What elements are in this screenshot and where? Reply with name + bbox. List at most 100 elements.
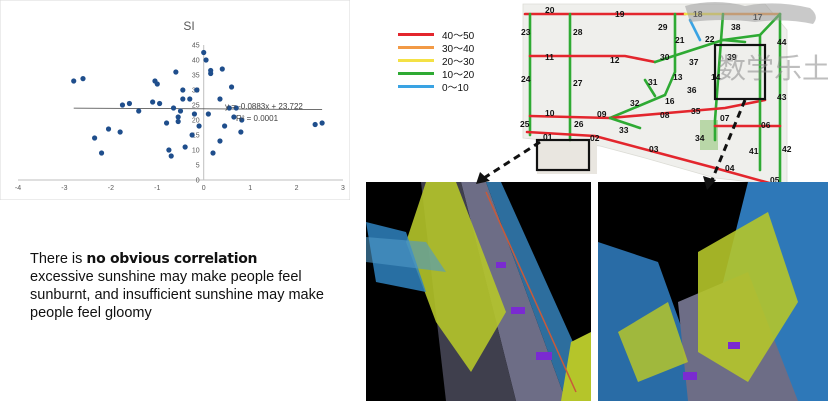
data-point [175,114,181,120]
data-point [238,129,244,135]
x-tick-label: -2 [108,185,114,192]
x-tick-label: 1 [248,185,252,192]
data-point [166,147,172,153]
data-point [157,100,163,107]
data-point [180,87,186,93]
x-tick-label: 0 [202,185,206,192]
legend-item: 10～20 [398,67,508,81]
data-point [208,67,214,74]
road-label: 41 [749,146,759,156]
road-label: 03 [649,144,659,154]
road-label: 30 [660,52,670,62]
chart-title: SI [183,19,194,33]
road-label: 39 [727,52,737,62]
point-cloud-right [598,182,828,401]
chart-frame [0,0,350,200]
legend-label: 0～10 [442,83,469,94]
data-point [136,108,142,114]
data-point [205,111,211,117]
data-point [163,120,170,126]
road-label: 44 [777,37,787,47]
legend-label: 10～20 [442,70,475,81]
data-point [126,100,133,107]
road-label: 12 [610,55,620,65]
caption: There is no obvious correlation excessiv… [30,250,350,322]
data-point [231,114,237,120]
data-point [217,138,223,144]
caption-lead-line: There is no obvious correlation [30,250,350,268]
data-point [92,135,98,141]
data-point [226,105,232,111]
sunshine-legend: 40～50 30～40 20～30 10～20 0～10 [398,28,508,94]
legend-item: 40～50 [398,28,508,42]
road-label: 09 [597,109,607,119]
watermark-text: 数学乐土 [718,52,828,85]
road-segment [608,116,642,130]
road-segment [643,78,657,98]
vehicle [536,352,552,360]
caption-emphasis: no obvious correlation [86,251,258,267]
point-cloud-right-image [598,182,828,401]
street-surface [461,182,566,401]
y-tick-label: 25 [192,103,200,110]
point-cloud-left [366,182,591,401]
y-tick-label: 45 [192,43,200,50]
road-label: 24 [521,74,531,84]
road-segment [608,93,667,120]
data-point [239,117,245,123]
road-label: 29 [658,22,668,32]
road-label: 10 [545,108,555,118]
caption-body: excessive sunshine may make people feel … [30,269,324,321]
road-label: 22 [705,34,715,44]
legend-swatch [398,46,434,49]
data-point [233,105,239,111]
vehicle [496,262,506,268]
r-squared-label: R² = 0.0001 [236,114,279,123]
data-point [150,99,156,105]
y-tick-label: 20 [192,118,200,125]
road-label: 23 [521,27,531,37]
data-point [222,123,228,129]
data-point [203,57,209,63]
watermark-brush [685,2,816,24]
road-label: 13 [673,72,683,82]
legend-label: 20～30 [442,57,475,68]
road-label: 36 [687,85,697,95]
rail [485,191,577,393]
data-point [117,129,123,135]
y-tick-label: 5 [196,163,200,170]
legend-label: 40～50 [442,31,475,42]
x-tick-label: -3 [61,185,67,192]
x-tick-label: -1 [154,185,160,192]
data-point [154,81,160,87]
data-point [105,126,112,132]
x-tick-label: -4 [15,185,21,192]
data-point [196,123,202,129]
data-point [168,153,174,159]
data-point [119,102,126,108]
data-point [170,105,177,111]
y-tick-label: 40 [192,58,200,65]
highlight-box-right [713,43,767,101]
map-block [537,140,597,174]
road-label: 38 [731,22,741,32]
y-tick-label: 15 [192,133,200,140]
y-tick-label: 10 [192,148,200,155]
road-label: 37 [689,57,699,67]
y-tick-label: 35 [192,73,200,80]
road-label: 20 [545,5,555,15]
tree-canopy-left [618,302,688,382]
tree-canopy-right [561,332,591,401]
road-label: 05 [770,175,780,185]
legend-swatch [398,33,434,36]
tree-canopy [698,212,798,382]
road-label: 11 [545,52,554,62]
data-point [175,118,181,125]
road-segment [528,54,657,64]
road-label: 08 [660,110,670,120]
legend-item: 0～10 [398,80,508,94]
trendline [73,107,323,110]
vehicle [683,372,697,380]
